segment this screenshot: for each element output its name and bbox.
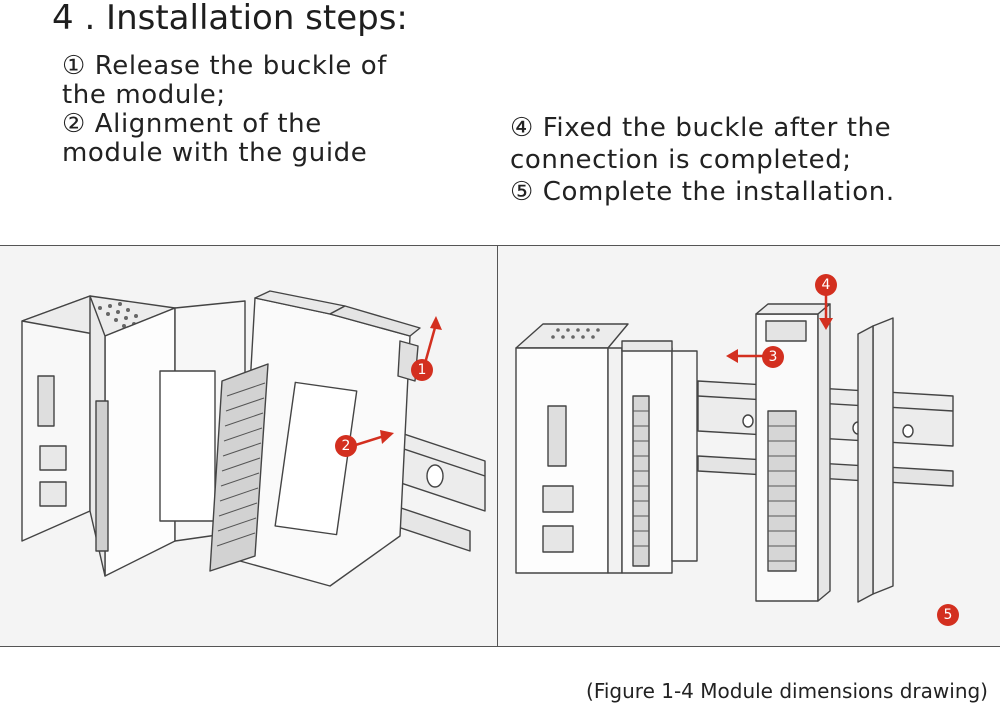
step-marker-1: 1 [411, 359, 433, 381]
step-marker-3: 3 [762, 346, 784, 368]
figure-caption: (Figure 1-4 Module dimensions drawing) [586, 679, 988, 703]
installation-figure: 1 2 [0, 245, 1000, 647]
figure-panel-right: 3 4 5 [498, 246, 1000, 646]
step-2-text-cont: module with the guide [62, 138, 368, 168]
step-marker-4: 4 [815, 274, 837, 296]
figure-divider [497, 246, 498, 646]
section-title: 4 . Installation steps: [52, 0, 408, 38]
step-5-text: ⑤ Complete the installation. [510, 177, 895, 207]
step-4-text: ④ Fixed the buckle after the [510, 113, 892, 143]
steps-right: ④ Fixed the buckle after the connection … [510, 112, 895, 208]
module-installed-illustration [515, 303, 954, 603]
step-marker-5: 5 [937, 604, 959, 626]
figure-panel-left: 1 2 [0, 246, 497, 646]
step-1-text: ① Release the buckle of [62, 51, 388, 81]
step-marker-2: 2 [335, 435, 357, 457]
steps-left: ① Release the buckle of the module; ② Al… [62, 52, 387, 168]
step-1-text-cont: the module; [62, 80, 226, 110]
step-4-text-cont: connection is completed; [510, 145, 852, 175]
module-release-illustration [21, 290, 486, 587]
step-2-text: ② Alignment of the [62, 109, 322, 139]
